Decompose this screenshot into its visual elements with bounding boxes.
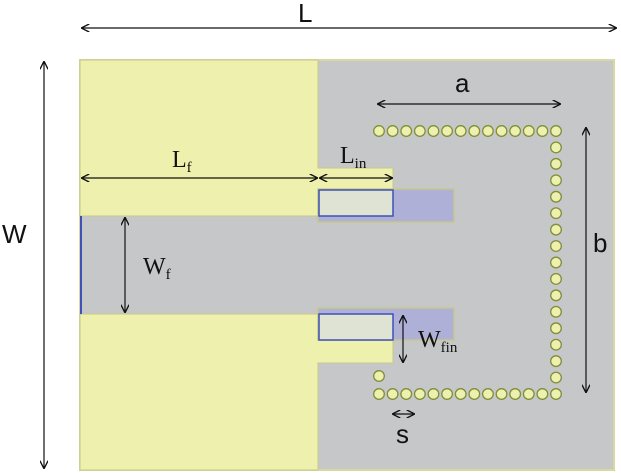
via-bottom (373, 388, 385, 400)
dim-a-label: a (455, 68, 470, 98)
via-top (509, 125, 522, 137)
via-bottom (400, 388, 413, 400)
via-top (441, 125, 454, 137)
via-top (373, 125, 385, 137)
via-right (550, 355, 562, 368)
via-bottom (522, 388, 535, 400)
via-right (550, 141, 562, 154)
via-right (550, 322, 562, 335)
via-right (550, 371, 562, 384)
via-bottom (386, 388, 399, 400)
via-right (550, 256, 562, 269)
via-top (550, 125, 562, 137)
via-right (550, 305, 562, 318)
via-top (536, 125, 549, 137)
via-top (481, 125, 494, 137)
via-top (386, 125, 399, 137)
dim-Wf-label: Wf (143, 254, 171, 283)
inset-slot-bottom-inner (318, 313, 394, 341)
via-top (427, 125, 440, 137)
via-top (413, 125, 426, 137)
via-bottom (468, 388, 481, 400)
dim-s-label: s (396, 419, 409, 449)
via-bottom (495, 388, 508, 400)
via-top (400, 125, 413, 137)
via-bottom (413, 388, 426, 400)
via-right (550, 223, 562, 236)
inset-slot-top-inner (318, 189, 394, 217)
via-array (373, 125, 562, 400)
via-right (550, 190, 562, 203)
via-bottom (509, 388, 522, 400)
dim-L-label: L (298, 0, 312, 28)
via-top (468, 125, 481, 137)
via-bottom (481, 388, 494, 400)
via-right (550, 157, 562, 170)
via-bottom (536, 388, 549, 400)
via-bottom (550, 388, 562, 400)
dim-W-label: W (2, 219, 27, 249)
via-right (550, 174, 562, 187)
dim-b-label: b (593, 228, 607, 258)
dim-Lin-label: Lin (340, 143, 367, 172)
via-bottom (427, 388, 440, 400)
via-right (550, 338, 562, 351)
via-right (550, 207, 562, 220)
via-top (495, 125, 508, 137)
dim-Wfin-label: Wfin (418, 327, 458, 356)
via-bottom (441, 388, 454, 400)
via-top (454, 125, 467, 137)
via-right (550, 289, 562, 302)
via-right (550, 240, 562, 253)
via-bottom-end (373, 370, 385, 382)
via-right (550, 272, 562, 285)
via-bottom (454, 388, 467, 400)
via-top (522, 125, 535, 137)
dim-Lf-label: Lf (172, 147, 192, 176)
